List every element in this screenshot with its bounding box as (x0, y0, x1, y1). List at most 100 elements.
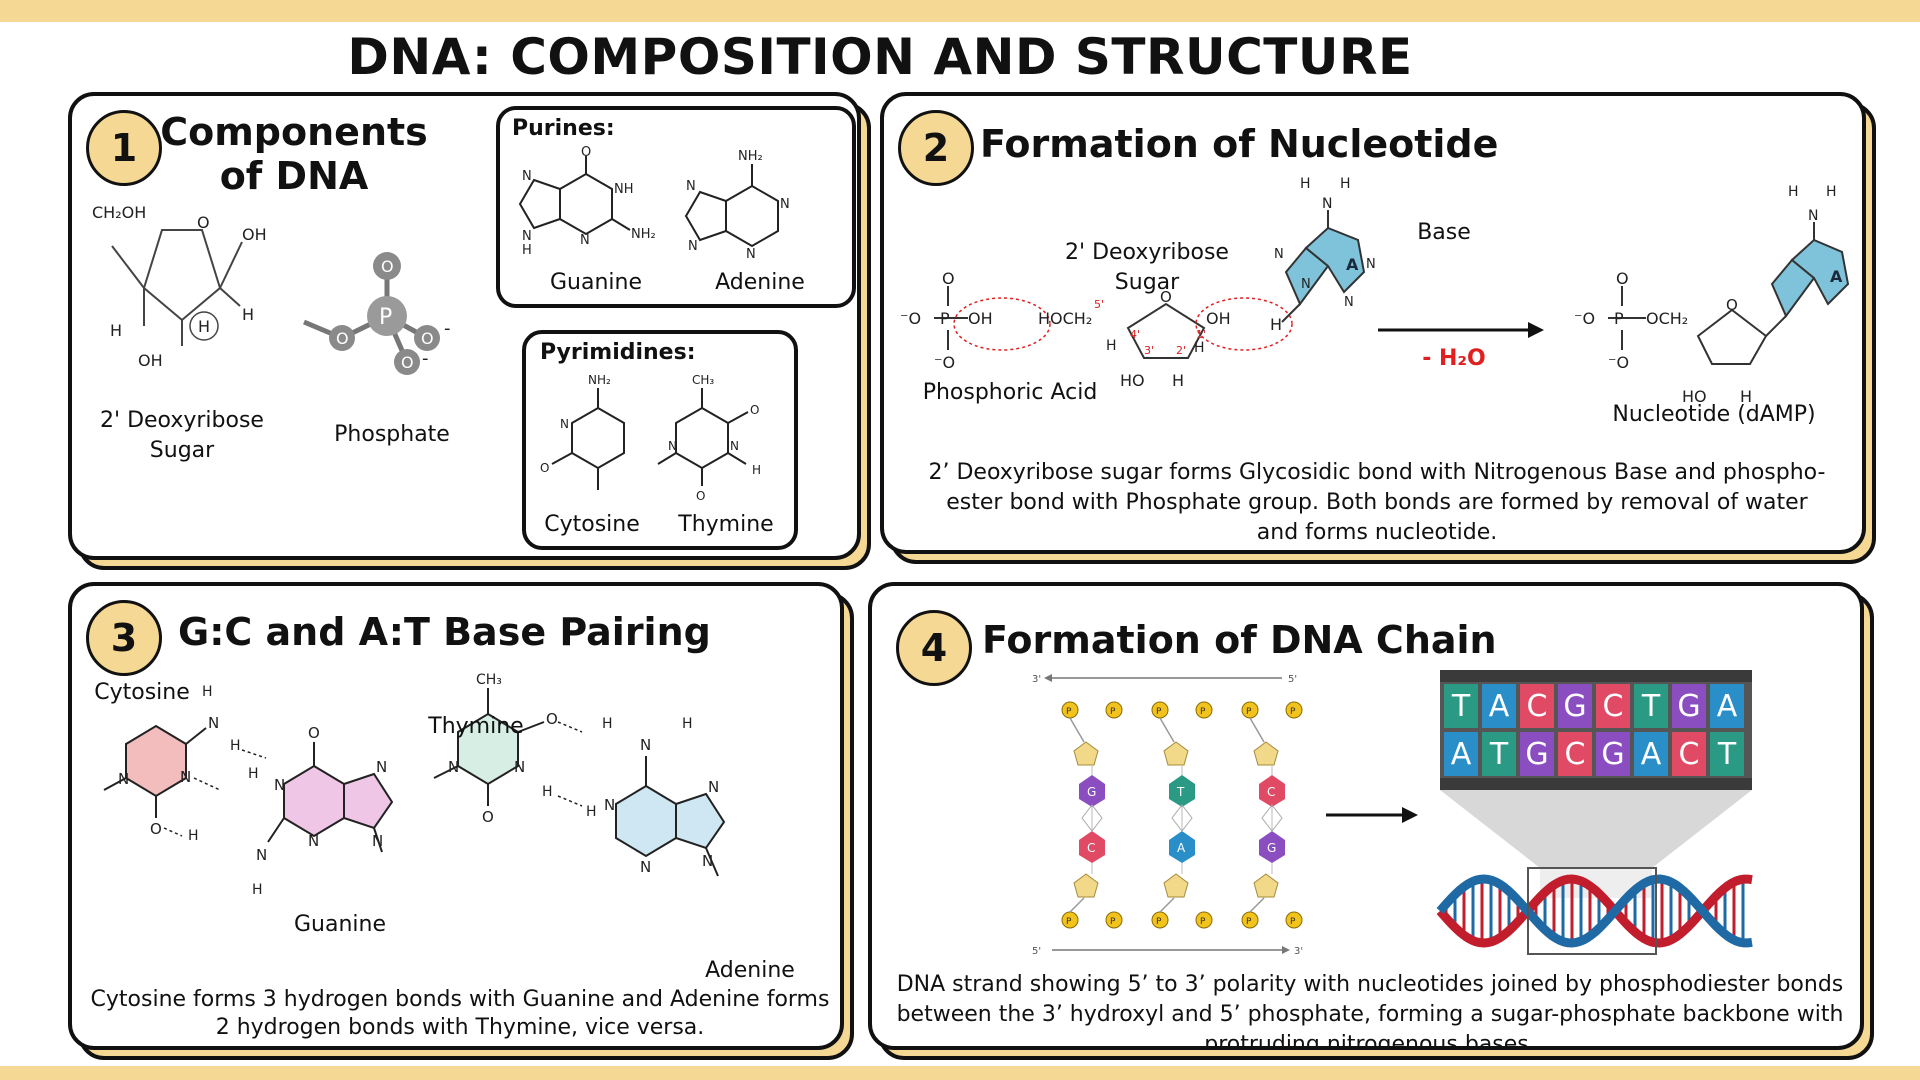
sequence-base-tile: G (1558, 684, 1592, 728)
atom-label: H (1300, 176, 1311, 192)
atom-label: N (180, 768, 191, 786)
minus-water-label: - H₂O (1422, 346, 1486, 371)
atom-label: N (208, 714, 219, 732)
base-letter: C (1267, 785, 1275, 799)
panel-title: Components of DNA (160, 110, 428, 198)
atom-label: N (448, 758, 459, 776)
base-letter: C (1087, 841, 1095, 855)
atom-label: OH (1206, 309, 1231, 328)
sequence-base-tile: A (1482, 684, 1516, 728)
helix-strand (1436, 874, 1753, 948)
atom-label: O (1160, 288, 1172, 306)
phosphoric-acid-label: Phosphoric Acid (922, 380, 1098, 405)
sugar-icon (1253, 873, 1279, 898)
atom-label: O (750, 403, 759, 417)
base-letter: A (1346, 255, 1359, 274)
atom-label: OH (968, 309, 993, 328)
atom-label: ⁻O (900, 309, 921, 328)
deoxyribose-structure: CH₂OH O OH H H OH H (92, 203, 267, 370)
sugar-icon (1163, 741, 1189, 766)
atom-label: OH (242, 225, 267, 244)
panel-caption: DNA strand showing 5’ to 3’ polarity wit… (896, 972, 1844, 1050)
bottom-stripe (0, 1066, 1920, 1080)
sequence-base-tile: A (1444, 732, 1478, 776)
phosphate-label: P (1156, 917, 1162, 927)
atom-label: O (197, 213, 210, 232)
purines-box: Purines: O NH NH₂ N N N H NH₂ N N (496, 106, 856, 308)
panel-title: Formation of DNA Chain (982, 618, 1497, 662)
polarity-mark: 5' (1032, 946, 1041, 957)
atom-label: N (372, 832, 383, 850)
adenine-label: Adenine (715, 270, 805, 295)
hydrogen-bond-outline (1261, 804, 1283, 832)
sequence-base-tile: T (1710, 732, 1744, 776)
atom-label: N (274, 776, 285, 794)
atom-label: O (581, 145, 591, 160)
atom-label: H (586, 804, 597, 820)
atom-label: CH₂OH (92, 203, 146, 222)
sugar-icon (1073, 741, 1099, 766)
sequence-base-tile: C (1596, 684, 1630, 728)
adenine-label: Adenine (705, 958, 795, 983)
guanine-label: Guanine (293, 912, 386, 937)
base-letter: G (1087, 785, 1096, 799)
atom-label: H (602, 716, 613, 732)
guanine-label: Guanine (549, 270, 642, 295)
phosphate-label: P (1156, 707, 1162, 717)
atom-label: O (546, 710, 558, 728)
phosphate-label: P (1110, 917, 1116, 927)
atom-label: NH₂ (738, 149, 763, 164)
polarity-mark: 3' (1294, 946, 1303, 957)
phosphate-icon (1105, 701, 1123, 719)
nucleotide-label: Nucleotide (dAMP) (1612, 402, 1816, 427)
dna-helix-illustration (1436, 867, 1753, 955)
atom-label: H (522, 243, 532, 258)
sequence-base-tile: T (1444, 684, 1478, 728)
atom-label: H (1270, 315, 1282, 334)
atom-label: CH₃ (476, 672, 502, 688)
atom-label: P (379, 305, 392, 330)
adenine-structure: NH₂ N N N N (684, 149, 790, 262)
atom-label: P (940, 309, 950, 328)
atom-label: N (702, 852, 713, 870)
atom-label: O (150, 820, 162, 838)
phosphate-icon (1195, 701, 1213, 719)
hydrogen-bond-outline (1081, 804, 1103, 832)
phosphate-icon (1195, 911, 1213, 929)
panel-title: G:C and A:T Base Pairing (178, 610, 711, 654)
atom-label: H (230, 738, 241, 754)
atom-label: H (242, 305, 254, 324)
atom-label: H (1788, 184, 1799, 200)
atom-label: H (682, 716, 693, 732)
atom-label: O (336, 329, 349, 348)
base-icon (1079, 775, 1105, 807)
atom-label: HO (1682, 387, 1707, 406)
sequence-base-tile: G (1672, 684, 1706, 728)
backbone-bond (1159, 897, 1175, 913)
atom-label: HO (1120, 371, 1145, 390)
phosphate-structure: P O O O O - - (303, 252, 451, 375)
atom-label: N (688, 239, 698, 254)
carbon-number: 3' (1144, 344, 1154, 357)
page-title: DNA: COMPOSITION AND STRUCTURE (347, 28, 1413, 86)
atom-label: N (376, 758, 387, 776)
phosphate-label: P (1290, 707, 1296, 717)
phosphate-label: P (1200, 917, 1206, 927)
atom-label: O (942, 269, 955, 288)
carbon-number: 2' (1176, 344, 1186, 357)
base-letter: A (1830, 267, 1843, 286)
atom-label: O (540, 461, 549, 475)
backbone-bond (1249, 897, 1265, 913)
sequence-base-tile: C (1520, 684, 1554, 728)
atom-label: H (202, 684, 213, 700)
atom-label: N (1274, 247, 1284, 262)
atom-label: N (604, 796, 615, 814)
polarity-mark: 5' (1288, 674, 1297, 685)
phosphate-icon (1151, 911, 1169, 929)
sugar-icon (1253, 741, 1279, 766)
atom-label: N (640, 858, 651, 876)
sequence-base-tile: G (1596, 732, 1630, 776)
base-letter: A (1177, 841, 1186, 855)
base-icon (1259, 831, 1285, 863)
